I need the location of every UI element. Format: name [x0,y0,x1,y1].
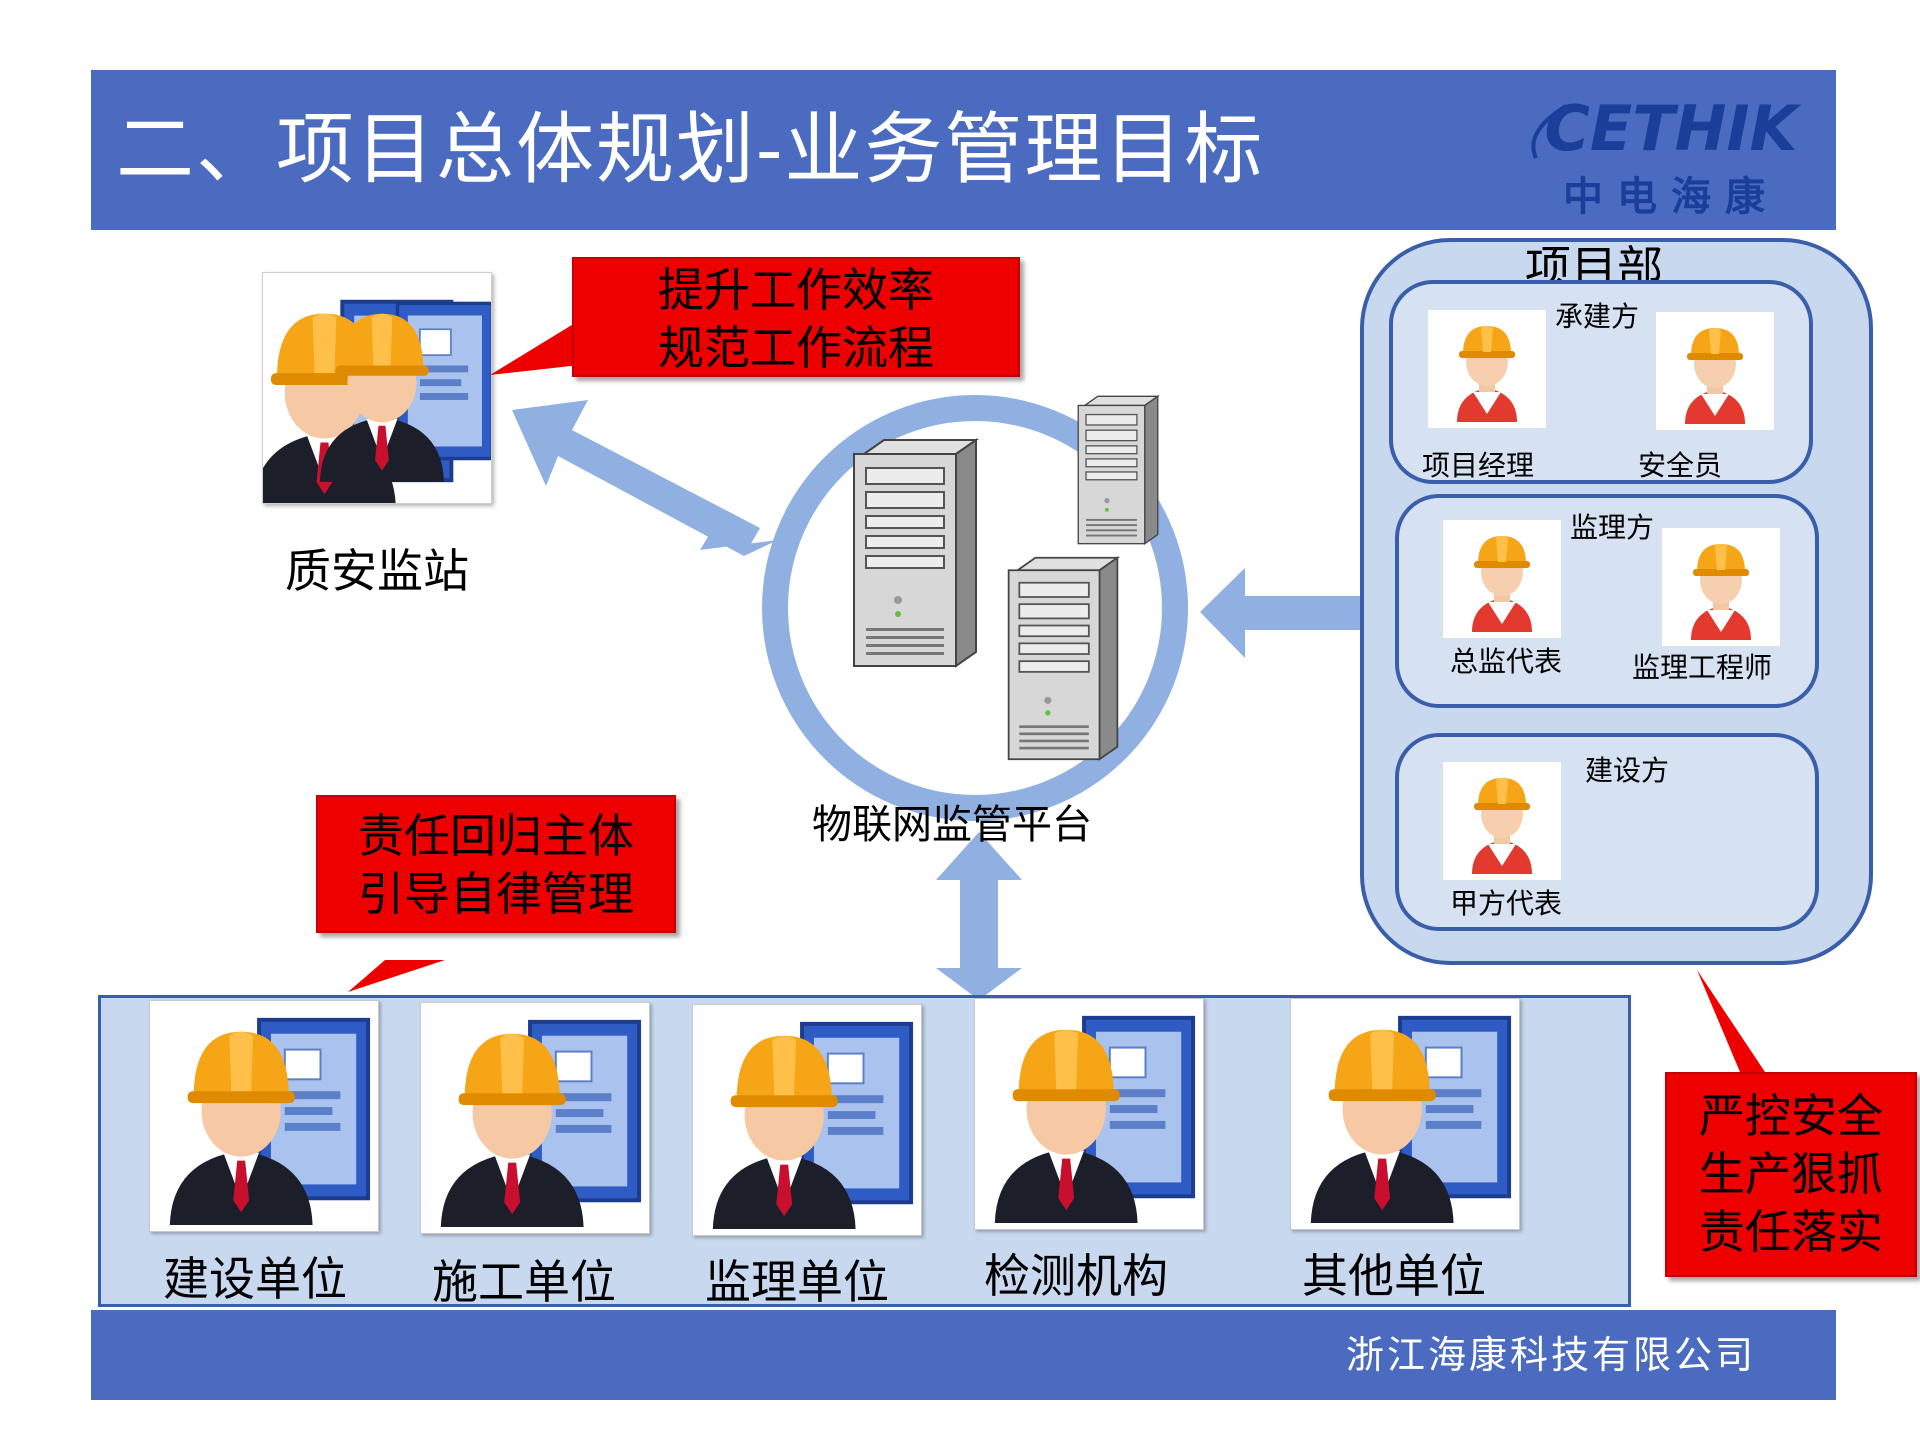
group-name: 监理方 [1570,511,1655,544]
callout-responsibility-line-2: 引导自律管理 [358,867,634,921]
officer-icon [167,1017,371,1228]
station-platform-arrow [512,400,778,556]
worker-icon [1443,520,1561,638]
callout-efficiency-line-1: 提升工作效率 [658,263,934,317]
cethik-wordmark-icon: CETHIK [1531,92,1802,165]
callout-safety-pointer [1697,970,1765,1072]
unit-label: 建设单位 [163,1252,347,1306]
callout-efficiency-line-2: 规范工作流程 [658,321,934,375]
unit-image [1290,998,1520,1230]
callout-safety: 严控安全 生产狠抓 责任落实 [1665,1072,1917,1277]
callout-safety-line-1: 严控安全 [1699,1089,1883,1143]
footer-bar: 浙江海康科技有限公司 [91,1310,1836,1400]
header-bar: 二、项目总体规划-业务管理目标 CETHIK 中电海康 [91,70,1836,230]
callout-responsibility: 责任回归主体 引导自律管理 [316,795,676,933]
member-label: 安全员 [1638,449,1723,482]
page-title: 二、项目总体规划-业务管理目标 [116,105,1265,195]
unit-label: 其他单位 [1302,1249,1486,1303]
callout-efficiency: 提升工作效率 规范工作流程 [572,257,1020,377]
project-platform-arrow [1200,568,1405,658]
callout-responsibility-line-1: 责任回归主体 [358,809,634,863]
server-icon [1007,556,1119,761]
worker-icon [1656,312,1774,430]
callout-safety-line-2: 生产狠抓 [1699,1147,1883,1201]
officer-icon [710,1021,914,1232]
member-label: 项目经理 [1422,449,1535,482]
callout-safety-line-3: 责任落实 [1699,1205,1883,1259]
officer-icon [992,1015,1196,1226]
unit-image [149,1000,379,1232]
unit-image [420,1002,650,1234]
worker-icon [1443,762,1561,880]
server-icon [853,439,977,667]
platform-ring [762,395,1188,821]
supervision-station-label: 质安监站 [285,544,469,598]
platform-label: 物联网监管平台 [812,802,1092,848]
callout-pointer [490,320,580,375]
group-name: 建设方 [1585,754,1670,787]
unit-image [974,998,1204,1230]
unit-label: 监理单位 [705,1255,889,1309]
logo-chinese: 中电海康 [1563,174,1779,220]
group-name: 承建方 [1555,300,1640,333]
unit-label: 检测机构 [984,1249,1168,1303]
worker-icon [1662,528,1780,646]
member-label: 总监代表 [1450,645,1563,678]
footer-company: 浙江海康科技有限公司 [1345,1333,1756,1377]
officer-icon [1308,1015,1512,1226]
platform-units-arrow [936,832,1022,1000]
officer-icon [438,1019,642,1230]
logo-wordmark: CETHIK [1544,92,1801,162]
callout-responsibility-pointer [348,960,445,992]
company-logo: CETHIK 中电海康 [1516,92,1826,220]
unit-label: 施工单位 [432,1255,616,1309]
server-icon [1077,395,1159,545]
unit-image [692,1004,922,1236]
worker-icon [1428,310,1546,428]
supervision-station-image [251,272,495,509]
member-label: 监理工程师 [1632,651,1773,684]
member-label: 甲方代表 [1450,887,1563,920]
